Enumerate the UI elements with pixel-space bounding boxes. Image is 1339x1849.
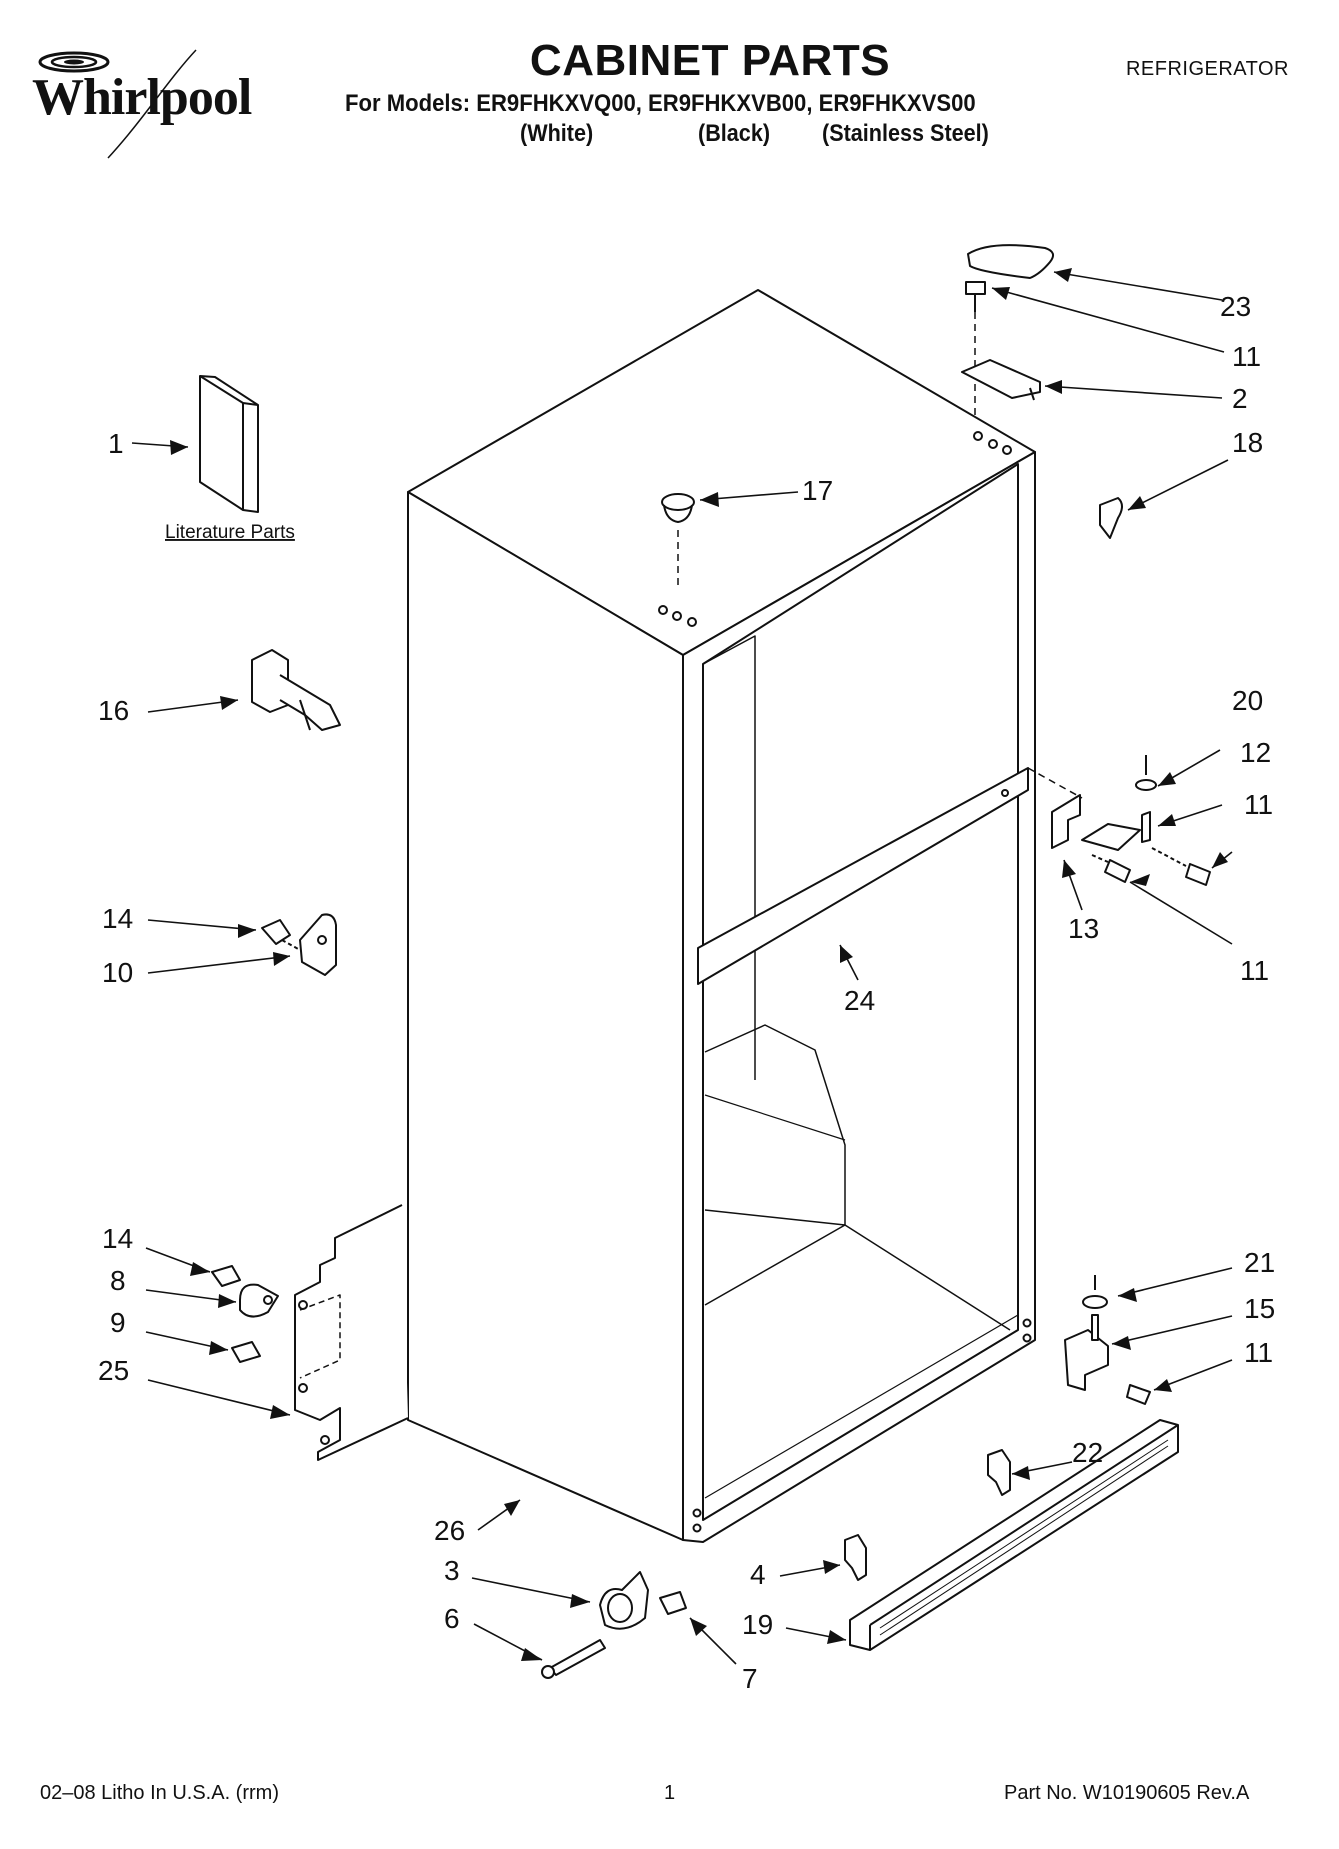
- whirlpool-logo: Whirlpool: [28, 40, 268, 170]
- part-25-side-bracket: [294, 1204, 409, 1461]
- brand-wordmark: Whirlpool: [32, 69, 252, 126]
- callout-11-middle-a: 11: [1244, 789, 1273, 820]
- part-22-clip: [987, 1449, 1011, 1496]
- variant-white: (White): [520, 120, 594, 147]
- callout-11-lower: 11: [1244, 1337, 1273, 1368]
- models-line: For Models: ER9FHKXVQ00, ER9FHKXVB00, ER…: [345, 90, 976, 117]
- part-11-screw-middle-a: [1091, 854, 1131, 883]
- cabinet-body: [407, 289, 1036, 1543]
- appliance-type: REFRIGERATOR: [1125, 58, 1289, 80]
- callout-2: 2: [1232, 383, 1248, 414]
- callout-10: 10: [102, 957, 133, 988]
- part-19-toe-grille: [849, 1419, 1179, 1651]
- part-14-screw-lower: [211, 1265, 241, 1287]
- callout-25: 25: [98, 1355, 129, 1386]
- callout-13: 13: [1068, 913, 1099, 944]
- callout-8: 8: [110, 1265, 126, 1296]
- callout-14-lower: 14: [102, 1223, 133, 1254]
- literature-parts-label: Literature Parts: [165, 522, 295, 543]
- part-17-plug: [661, 493, 695, 590]
- callout-7: 7: [742, 1663, 758, 1694]
- part-8-clamp: [239, 1283, 279, 1318]
- literature-parts-booklet: [199, 375, 259, 513]
- callout-1: 1: [108, 428, 124, 459]
- callout-3: 3: [444, 1555, 460, 1586]
- part-14-screw-upper: [261, 919, 301, 951]
- callout-26: 26: [434, 1515, 465, 1546]
- part-12-hinge-pin: [1141, 811, 1151, 843]
- callout-4: 4: [750, 1559, 766, 1590]
- part-11-screw-lower: [1126, 1384, 1151, 1405]
- part-3-roller-bracket: [599, 1571, 649, 1630]
- part-10-bracket: [299, 913, 337, 976]
- callout-6: 6: [444, 1603, 460, 1634]
- part-18-hinge-cover-small: [1099, 497, 1123, 539]
- callout-20: 20: [1232, 685, 1263, 716]
- callout-24: 24: [844, 985, 875, 1016]
- callout-15: 15: [1244, 1293, 1275, 1324]
- part-16-door-stop: [251, 649, 341, 731]
- part-2-top-hinge: [961, 359, 1041, 401]
- part-6-roller-pin: [541, 1639, 606, 1679]
- part-21-washer: [1082, 1275, 1108, 1309]
- callout-22: 22: [1072, 1437, 1103, 1468]
- part-11-screw-middle-b: [1151, 847, 1211, 886]
- part-23-hinge-cover: [967, 244, 1055, 279]
- footer-litho: 02–08 Litho In U.S.A. (rrm): [40, 1782, 279, 1804]
- variant-stainless: (Stainless Steel): [822, 120, 989, 147]
- callout-16: 16: [98, 695, 129, 726]
- part-13-center-hinge: [1027, 767, 1141, 851]
- callout-14-upper: 14: [102, 903, 133, 934]
- page-title: CABINET PARTS: [529, 36, 891, 85]
- part-4-clip: [844, 1534, 867, 1581]
- part-7-screw: [659, 1591, 687, 1615]
- callout-21: 21: [1244, 1247, 1275, 1278]
- part-20-washer: [1135, 755, 1157, 791]
- variant-black: (Black): [698, 120, 771, 147]
- leader-arrowheads: [170, 268, 1228, 1661]
- callout-23: 23: [1220, 291, 1251, 322]
- callout-17: 17: [802, 475, 833, 506]
- footer-part-number: Part No. W10190605 Rev.A: [1004, 1782, 1250, 1804]
- part-11-screw-top: [965, 281, 986, 420]
- callout-18: 18: [1232, 427, 1263, 458]
- callout-12: 12: [1240, 737, 1271, 768]
- callout-9: 9: [110, 1307, 126, 1338]
- part-9-screw: [231, 1341, 261, 1363]
- callout-11-middle-b: 11: [1240, 955, 1269, 986]
- part-15-bottom-hinge: [1064, 1314, 1109, 1391]
- callout-19: 19: [742, 1609, 773, 1640]
- whirlpool-swirl-icon: [38, 49, 197, 159]
- callout-11-top: 11: [1232, 341, 1261, 372]
- footer-page-number: 1: [664, 1782, 676, 1804]
